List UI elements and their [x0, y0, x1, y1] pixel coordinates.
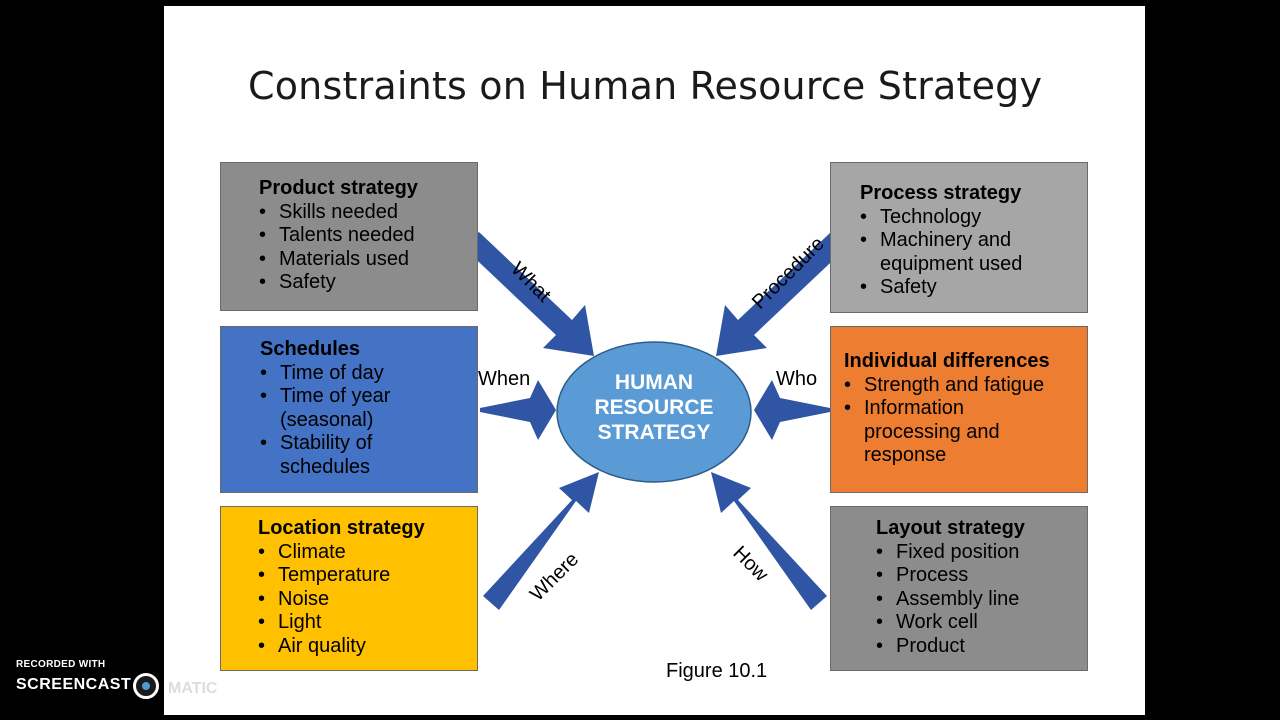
- when-arrow: [480, 380, 556, 440]
- watermark-line1: RECORDED WITH: [16, 659, 106, 670]
- list-item: Safety: [259, 271, 477, 295]
- list-item: Technology: [860, 206, 1050, 230]
- how-arrow: [711, 472, 827, 610]
- individual-differences-list: Strength and fatigue Information process…: [844, 374, 1059, 468]
- list-item: Air quality: [258, 635, 477, 659]
- screencast-watermark: RECORDED WITH SCREENCAST MATIC: [16, 659, 217, 699]
- location-strategy-title: Location strategy: [258, 517, 425, 539]
- individual-differences-box: Individual differences Strength and fati…: [830, 326, 1088, 493]
- list-item: Work cell: [876, 611, 1087, 635]
- list-item: Talents needed: [259, 224, 477, 248]
- center-label: HUMAN RESOURCE STRATEGY: [594, 371, 714, 444]
- list-item: Stability of schedules: [260, 432, 425, 479]
- product-strategy-title: Product strategy: [259, 177, 418, 199]
- schedules-list: Time of day Time of year (seasonal) Stab…: [260, 362, 425, 480]
- who-label: Who: [776, 368, 818, 390]
- process-strategy-list: Technology Machinery and equipment used …: [860, 206, 1050, 300]
- layout-strategy-box: Layout strategy Fixed position Process A…: [830, 506, 1088, 671]
- list-item: Safety: [860, 276, 1050, 300]
- list-item: Light: [258, 611, 477, 635]
- list-item: Machinery and equipment used: [860, 229, 1050, 276]
- list-item: Temperature: [258, 564, 477, 588]
- list-item: Skills needed: [259, 201, 477, 225]
- who-arrow: [754, 380, 830, 440]
- list-item: Fixed position: [876, 541, 1087, 565]
- product-strategy-box: Product strategy Skills needed Talents n…: [220, 162, 478, 311]
- list-item: Assembly line: [876, 588, 1087, 612]
- list-item: Information processing and response: [844, 397, 1059, 468]
- layout-strategy-title: Layout strategy: [876, 517, 1025, 539]
- process-strategy-title: Process strategy: [860, 182, 1022, 204]
- list-item: Climate: [258, 541, 477, 565]
- list-item: Product: [876, 635, 1087, 659]
- location-strategy-box: Location strategy Climate Temperature No…: [220, 506, 478, 671]
- schedules-box: Schedules Time of day Time of year (seas…: [220, 326, 478, 493]
- list-item: Time of year (seasonal): [260, 385, 425, 432]
- list-item: Process: [876, 564, 1087, 588]
- individual-differences-title: Individual differences: [844, 350, 1050, 372]
- product-strategy-list: Skills needed Talents needed Materials u…: [259, 201, 477, 295]
- what-arrow: [463, 232, 594, 356]
- where-arrow: [483, 472, 599, 610]
- layout-strategy-list: Fixed position Process Assembly line Wor…: [876, 541, 1087, 659]
- slide-title: Constraints on Human Resource Strategy: [248, 64, 1043, 108]
- figure-caption: Figure 10.1: [666, 660, 768, 682]
- screencast-logo-icon: [133, 673, 159, 699]
- schedules-title: Schedules: [260, 338, 361, 360]
- list-item: Strength and fatigue: [844, 374, 1059, 398]
- list-item: Time of day: [260, 362, 425, 386]
- watermark-line3: MATIC: [168, 680, 218, 697]
- watermark-line2: SCREENCAST: [16, 676, 132, 693]
- location-strategy-list: Climate Temperature Noise Light Air qual…: [258, 541, 477, 659]
- procedure-arrow: [716, 232, 847, 356]
- center-ellipse: [556, 341, 752, 483]
- list-item: Noise: [258, 588, 477, 612]
- list-item: Materials used: [259, 248, 477, 272]
- when-label: When: [478, 368, 531, 390]
- process-strategy-box: Process strategy Technology Machinery an…: [830, 162, 1088, 313]
